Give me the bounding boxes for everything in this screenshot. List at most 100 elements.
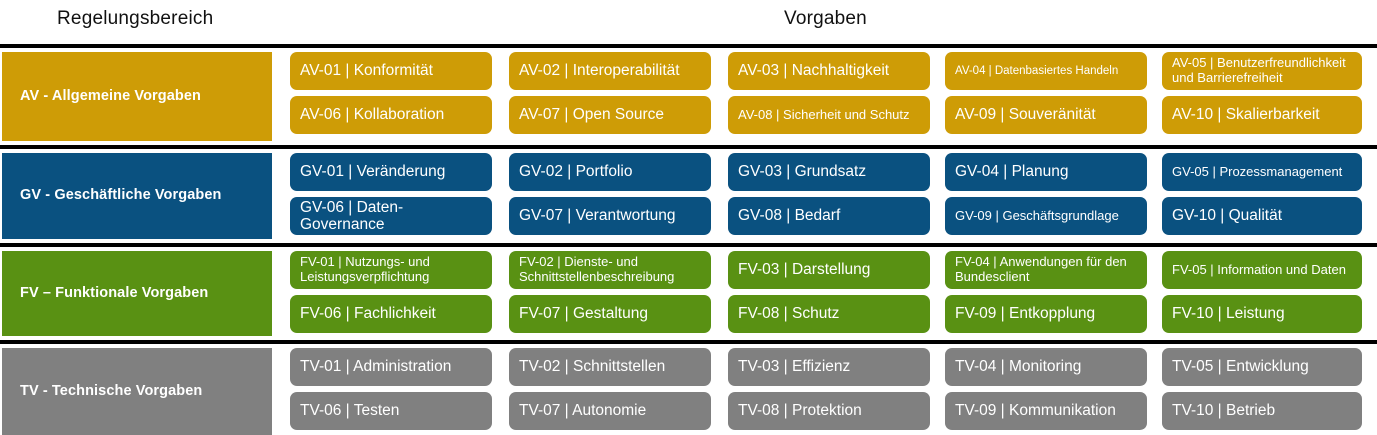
vorgabe-tile-av-01[interactable]: AV-01 | Konformität <box>290 52 492 90</box>
category-box-gv[interactable]: GV - Geschäftliche Vorgaben <box>2 153 272 239</box>
vorgabe-tile-tv-06[interactable]: TV-06 | Testen <box>290 392 492 430</box>
category-box-tv[interactable]: TV - Technische Vorgaben <box>2 348 272 435</box>
vorgabe-tile-gv-09[interactable]: GV-09 | Geschäftsgrundlage <box>945 197 1147 235</box>
vorgabe-tile-fv-03[interactable]: FV-03 | Darstellung <box>728 251 930 289</box>
vorgabe-tile-fv-04[interactable]: FV-04 | Anwendungen für den Bundesclient <box>945 251 1147 289</box>
vorgabe-tile-av-05[interactable]: AV-05 | Benutzerfreundlichkeit und Barri… <box>1162 52 1362 90</box>
vorgabe-tile-av-02[interactable]: AV-02 | Interoperabilität <box>509 52 711 90</box>
vorgabe-tile-fv-07[interactable]: FV-07 | Gestaltung <box>509 295 711 333</box>
vorgabe-tile-label: TV-02 | Schnittstellen <box>519 358 666 376</box>
vorgabe-tile-gv-06[interactable]: GV-06 | Daten-Governance <box>290 197 492 235</box>
vorgabe-tile-tv-08[interactable]: TV-08 | Protektion <box>728 392 930 430</box>
vorgabe-tile-tv-04[interactable]: TV-04 | Monitoring <box>945 348 1147 386</box>
vorgabe-tile-label: GV-05 | Prozessmanagement <box>1172 163 1343 179</box>
vorgabe-tile-tv-02[interactable]: TV-02 | Schnittstellen <box>509 348 711 386</box>
category-box-av[interactable]: AV - Allgemeine Vorgaben <box>2 52 272 141</box>
vorgabe-tile-gv-03[interactable]: GV-03 | Grundsatz <box>728 153 930 191</box>
vorgabe-tile-label: GV-10 | Qualität <box>1172 207 1282 225</box>
vorgabe-tile-gv-05[interactable]: GV-05 | Prozessmanagement <box>1162 153 1362 191</box>
vorgabe-tile-label: AV-08 | Sicherheit und Schutz <box>738 106 910 122</box>
header-regelungsbereich: Regelungsbereich <box>57 8 214 29</box>
vorgabe-tile-gv-01[interactable]: GV-01 | Veränderung <box>290 153 492 191</box>
row-divider <box>0 44 1377 48</box>
vorgabe-tile-label: GV-07 | Verantwortung <box>519 207 676 225</box>
category-box-fv[interactable]: FV – Funktionale Vorgaben <box>2 251 272 336</box>
vorgabe-tile-label: AV-05 | Benutzerfreundlichkeit und Barri… <box>1172 55 1346 85</box>
rule-row-fv: FV – Funktionale Vorgaben FV-01 | Nutzung… <box>0 243 1377 340</box>
vorgabe-tile-label: FV-05 | Information und Daten <box>1172 261 1346 277</box>
vorgabe-tile-label: AV-04 | Datenbasiertes Handeln <box>955 64 1119 77</box>
rule-row-av: AV - Allgemeine Vorgaben AV-01 | Konformi… <box>0 44 1377 145</box>
vorgabe-tile-label: AV-03 | Nachhaltigkeit <box>738 62 890 80</box>
category-label-fv: FV – Funktionale Vorgaben <box>20 284 209 301</box>
vorgabe-tile-fv-08[interactable]: FV-08 | Schutz <box>728 295 930 333</box>
vorgabe-tile-label: AV-10 | Skalierbarkeit <box>1172 106 1320 124</box>
vorgabe-tile-label: GV-08 | Bedarf <box>738 207 841 225</box>
header-vorgaben: Vorgaben <box>784 8 867 29</box>
vorgabe-tile-label: AV-09 | Souveränität <box>955 106 1096 124</box>
vorgabe-tile-label: GV-01 | Veränderung <box>300 163 446 181</box>
vorgabe-tile-av-07[interactable]: AV-07 | Open Source <box>509 96 711 134</box>
vorgabe-tile-label: AV-01 | Konformität <box>300 62 433 80</box>
vorgabe-tile-fv-02[interactable]: FV-02 | Dienste- und Schnittstellenbesch… <box>509 251 711 289</box>
vorgabe-tile-fv-05[interactable]: FV-05 | Information und Daten <box>1162 251 1362 289</box>
vorgabe-tile-fv-09[interactable]: FV-09 | Entkopplung <box>945 295 1147 333</box>
vorgabe-tile-av-08[interactable]: AV-08 | Sicherheit und Schutz <box>728 96 930 134</box>
vorgabe-tile-label: FV-06 | Fachlichkeit <box>300 305 436 323</box>
row-divider <box>0 145 1377 149</box>
vorgabe-tile-av-06[interactable]: AV-06 | Kollaboration <box>290 96 492 134</box>
vorgabe-tile-av-04[interactable]: AV-04 | Datenbasiertes Handeln <box>945 52 1147 90</box>
vorgabe-tile-tv-10[interactable]: TV-10 | Betrieb <box>1162 392 1362 430</box>
vorgabe-tile-tv-01[interactable]: TV-01 | Administration <box>290 348 492 386</box>
rule-row-gv: GV - Geschäftliche Vorgaben GV-01 | Verän… <box>0 145 1377 243</box>
vorgabe-tile-gv-10[interactable]: GV-10 | Qualität <box>1162 197 1362 235</box>
vorgabe-tile-label: TV-01 | Administration <box>300 358 452 376</box>
vorgabe-tile-label: TV-07 | Autonomie <box>519 402 647 420</box>
vorgabe-tile-tv-05[interactable]: TV-05 | Entwicklung <box>1162 348 1362 386</box>
vorgabe-tile-label: TV-08 | Protektion <box>738 402 862 420</box>
vorgabe-tile-label: GV-03 | Grundsatz <box>738 163 867 181</box>
category-label-gv: GV - Geschäftliche Vorgaben <box>20 187 222 204</box>
vorgabe-tile-label: TV-05 | Entwicklung <box>1172 358 1309 376</box>
vorgabe-tile-label: TV-09 | Kommunikation <box>955 402 1116 420</box>
vorgabe-tile-gv-04[interactable]: GV-04 | Planung <box>945 153 1147 191</box>
vorgabe-tile-fv-06[interactable]: FV-06 | Fachlichkeit <box>290 295 492 333</box>
vorgabe-tile-tv-03[interactable]: TV-03 | Effizienz <box>728 348 930 386</box>
category-label-tv: TV - Technische Vorgaben <box>20 382 203 399</box>
vorgabe-tile-gv-02[interactable]: GV-02 | Portfolio <box>509 153 711 191</box>
category-label-av: AV - Allgemeine Vorgaben <box>20 87 201 104</box>
vorgabe-tile-av-03[interactable]: AV-03 | Nachhaltigkeit <box>728 52 930 90</box>
vorgabe-tile-label: GV-06 | Daten-Governance <box>300 198 404 233</box>
vorgabe-tile-label: TV-06 | Testen <box>300 402 400 420</box>
vorgabe-tile-fv-10[interactable]: FV-10 | Leistung <box>1162 295 1362 333</box>
vorgabe-tile-label: FV-08 | Schutz <box>738 305 840 323</box>
vorgabe-tile-label: AV-02 | Interoperabilität <box>519 62 680 80</box>
vorgabe-tile-fv-01[interactable]: FV-01 | Nutzungs- und Leistungsverpflich… <box>290 251 492 289</box>
rule-row-tv: TV - Technische Vorgaben TV-01 | Administ… <box>0 340 1377 435</box>
vorgabe-tile-tv-09[interactable]: TV-09 | Kommunikation <box>945 392 1147 430</box>
vorgabe-tile-label: FV-09 | Entkopplung <box>955 305 1096 323</box>
vorgabe-tile-label: FV-04 | Anwendungen für den Bundesclient <box>955 254 1127 284</box>
row-divider <box>0 340 1377 344</box>
vorgabe-tile-label: AV-07 | Open Source <box>519 106 665 124</box>
matrix-header: Regelungsbereich Vorgaben <box>0 0 1377 44</box>
vorgabe-tile-label: GV-09 | Geschäftsgrundlage <box>955 207 1119 223</box>
vorgabe-tile-label: AV-06 | Kollaboration <box>300 106 445 124</box>
vorgabe-tile-label: FV-02 | Dienste- und Schnittstellenbesch… <box>519 254 675 284</box>
tile-grid-fv: FV-01 | Nutzungs- und Leistungsverpflich… <box>290 243 1362 340</box>
vorgabe-tile-av-10[interactable]: AV-10 | Skalierbarkeit <box>1162 96 1362 134</box>
vorgabe-tile-label: GV-02 | Portfolio <box>519 163 633 181</box>
vorgabe-tile-label: FV-03 | Darstellung <box>738 261 871 279</box>
vorgabe-tile-gv-08[interactable]: GV-08 | Bedarf <box>728 197 930 235</box>
vorgabe-tile-label: TV-10 | Betrieb <box>1172 402 1276 420</box>
vorgabe-tile-av-09[interactable]: AV-09 | Souveränität <box>945 96 1147 134</box>
vorgabe-tile-label: FV-10 | Leistung <box>1172 305 1285 323</box>
vorgabe-tile-gv-07[interactable]: GV-07 | Verantwortung <box>509 197 711 235</box>
row-divider <box>0 243 1377 247</box>
vorgabe-tile-tv-07[interactable]: TV-07 | Autonomie <box>509 392 711 430</box>
vorgabe-tile-label: GV-04 | Planung <box>955 163 1069 181</box>
tile-grid-tv: TV-01 | Administration TV-02 | Schnittste… <box>290 340 1362 435</box>
vorgabe-tile-label: TV-04 | Monitoring <box>955 358 1082 376</box>
